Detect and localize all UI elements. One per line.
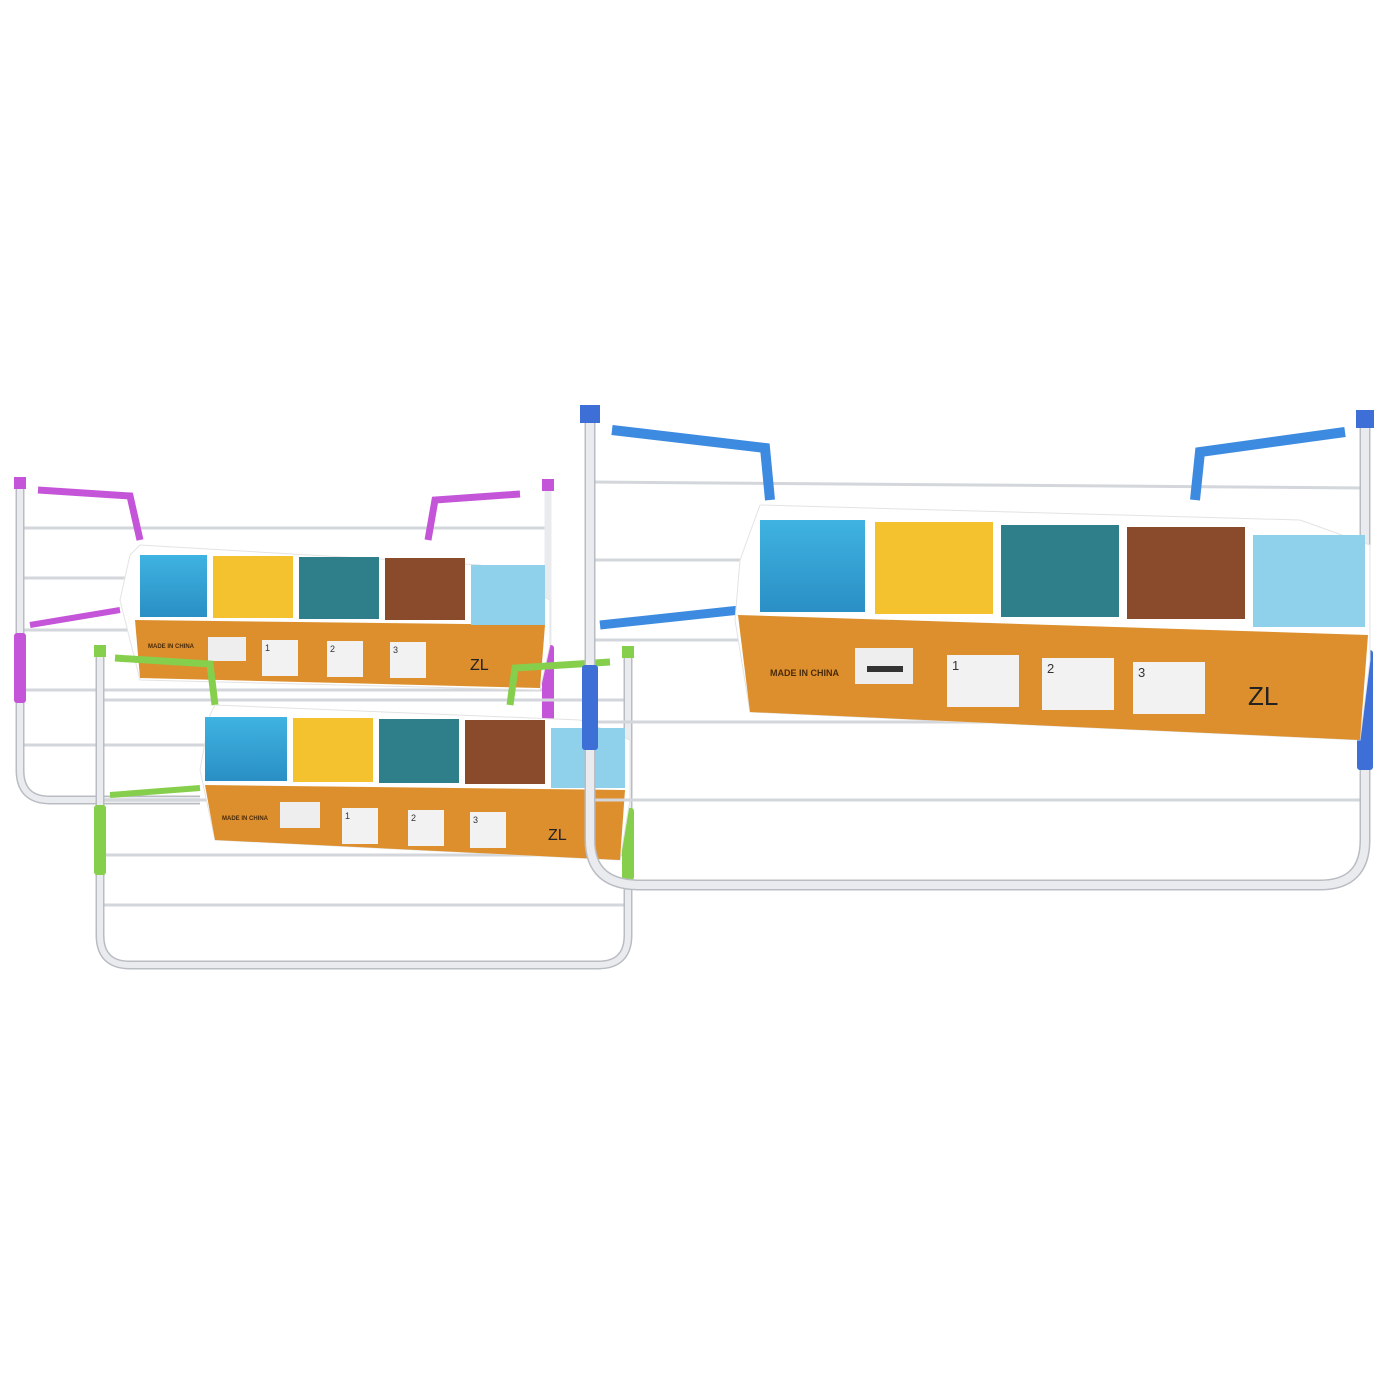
step-number: 2 bbox=[411, 813, 416, 823]
origin-text: MADE IN CHINA bbox=[222, 816, 269, 822]
product-label: MADE IN CHINA 1 2 3 ZL bbox=[199, 704, 631, 861]
step-number: 1 bbox=[265, 643, 270, 653]
brand-logo: ZL bbox=[470, 657, 489, 674]
product-label: MADE IN CHINA 1 2 3 ZL bbox=[119, 544, 551, 691]
brand-logo: ZL bbox=[1248, 681, 1278, 711]
origin-text: MADE IN CHINA bbox=[148, 644, 195, 650]
origin-text: MADE IN CHINA bbox=[770, 668, 839, 678]
step-number: 1 bbox=[345, 811, 350, 821]
step-number: 2 bbox=[330, 644, 335, 654]
step-number: 2 bbox=[1047, 661, 1054, 676]
medium-purple-rack: MADE IN CHINA 1 2 3 ZL bbox=[14, 477, 554, 805]
step-number: 3 bbox=[393, 645, 398, 655]
step-number: 3 bbox=[473, 815, 478, 825]
brand-logo: ZL bbox=[548, 827, 567, 844]
purple-arm-left bbox=[37, 486, 144, 541]
step-number: 3 bbox=[1138, 665, 1145, 680]
green-arm-right bbox=[506, 658, 611, 706]
purple-arm-right bbox=[424, 490, 521, 541]
green-arm-left bbox=[114, 654, 219, 706]
step-number: 1 bbox=[952, 658, 959, 673]
small-green-rack: MADE IN CHINA 1 2 3 ZL bbox=[94, 645, 634, 970]
large-blue-rack: MADE IN CHINA 1 2 3 ZL bbox=[580, 405, 1374, 891]
blue-arm-right bbox=[1190, 427, 1346, 501]
product-label: MADE IN CHINA 1 2 3 ZL bbox=[734, 504, 1371, 741]
blue-arm-left bbox=[611, 425, 775, 501]
